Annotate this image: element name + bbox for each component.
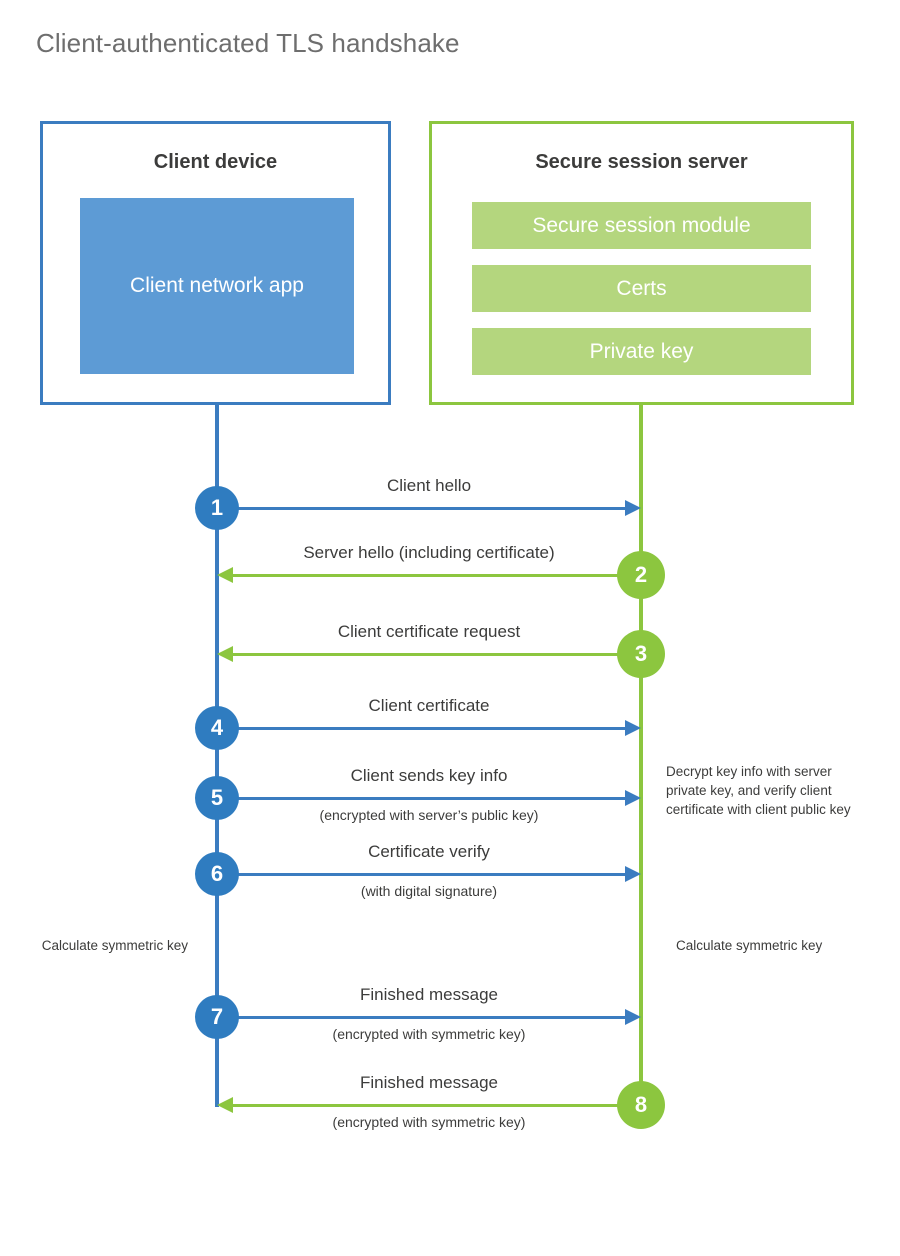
message-label-4: Client certificate <box>368 696 490 715</box>
server-component-certs: Certs <box>472 265 811 312</box>
message-label-1: Client hello <box>386 476 472 495</box>
message-arrow-line-4 <box>217 727 637 730</box>
message-label-8: Finished message <box>360 1073 498 1092</box>
message-label-7: Finished message <box>360 985 498 1004</box>
message-label-5: Client sends key info <box>350 766 508 785</box>
message-arrow-head-7 <box>625 1009 641 1025</box>
message-arrow-head-6 <box>625 866 641 882</box>
client-calculate-symmetric-key-note: Calculate symmetric key <box>41 938 188 953</box>
server-component-secure-session-module: Secure session module <box>472 202 811 249</box>
step-circle-7[interactable]: 7 <box>195 995 239 1039</box>
client-network-app-block: Client network app <box>80 198 354 374</box>
step-circle-6[interactable]: 6 <box>195 852 239 896</box>
secure-session-server-box: Secure session server Secure session mod… <box>429 121 854 405</box>
message-sublabel-8: (encrypted with symmetric key) <box>332 1114 526 1130</box>
message-arrow-line-3 <box>221 653 641 656</box>
secure-session-server-title: Secure session server <box>535 151 748 173</box>
message-sublabel-5: (encrypted with server’s public key) <box>319 807 539 823</box>
client-device-title: Client device <box>153 151 278 173</box>
step-circle-4[interactable]: 4 <box>195 706 239 750</box>
message-label-3: Client certificate request <box>337 622 521 641</box>
message-arrow-head-3 <box>217 646 233 662</box>
server-lifeline <box>639 404 643 1106</box>
page-title: Client-authenticated TLS handshake <box>36 28 460 58</box>
server-calculate-symmetric-key-note: Calculate symmetric key <box>676 938 823 953</box>
step-circle-8[interactable]: 8 <box>617 1081 665 1129</box>
step-circle-5[interactable]: 5 <box>195 776 239 820</box>
client-lifeline <box>215 404 219 1107</box>
message-sublabel-6: (with digital signature) <box>360 883 498 899</box>
message-arrow-head-4 <box>625 720 641 736</box>
message-arrow-head-5 <box>625 790 641 806</box>
message-arrow-line-1 <box>217 507 637 510</box>
server-decrypt-note: Decrypt key info with server private key… <box>666 764 851 818</box>
message-arrow-line-7 <box>217 1016 637 1019</box>
client-device-box: Client device Client network app <box>40 121 391 405</box>
message-arrow-line-6 <box>217 873 637 876</box>
step-circle-2[interactable]: 2 <box>617 551 665 599</box>
message-sublabel-7: (encrypted with symmetric key) <box>332 1026 526 1042</box>
message-arrow-head-1 <box>625 500 641 516</box>
message-label-2: Server hello (including certificate) <box>303 543 555 562</box>
message-arrow-head-8 <box>217 1097 233 1113</box>
message-arrow-line-8 <box>221 1104 641 1107</box>
message-label-6: Certificate verify <box>368 842 490 861</box>
message-arrow-line-5 <box>217 797 637 800</box>
message-arrow-head-2 <box>217 567 233 583</box>
step-circle-1[interactable]: 1 <box>195 486 239 530</box>
server-component-private-key: Private key <box>472 328 811 375</box>
message-arrow-line-2 <box>221 574 641 577</box>
step-circle-3[interactable]: 3 <box>617 630 665 678</box>
